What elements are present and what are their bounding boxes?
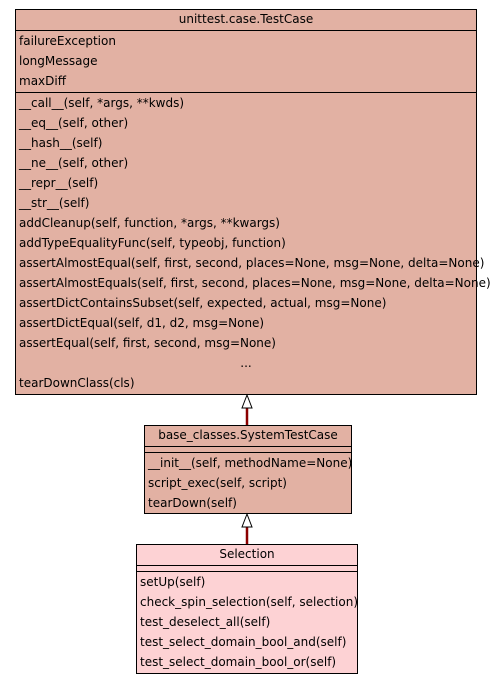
- method-row: __str__(self): [19, 196, 90, 210]
- method-row: assertDictContainsSubset(self, expected,…: [19, 296, 387, 310]
- method-row: tearDown(self): [148, 496, 237, 510]
- method-row: check_spin_selection(self, selection): [140, 595, 358, 609]
- methods-compartment: __init__(self, methodName=None) script_e…: [145, 453, 353, 513]
- method-row: __hash__(self): [19, 136, 103, 150]
- inheritance-edge-selection-to-systemtestcase: [241, 512, 253, 544]
- methods-compartment: __call__(self, *args, **kwds) __eq__(sel…: [16, 93, 491, 393]
- method-row: __eq__(self, other): [19, 116, 129, 130]
- method-row: __init__(self, methodName=None): [148, 456, 353, 470]
- class-box-testcase: unittest.case.TestCase failureException …: [15, 9, 491, 395]
- method-row: addCleanup(self, function, *args, **kwar…: [19, 216, 280, 230]
- attributes-compartment: [137, 566, 357, 572]
- ellipsis-row: ...: [240, 356, 252, 370]
- attributes-compartment: failureException longMessage maxDiff: [16, 31, 476, 93]
- attribute-row: longMessage: [19, 54, 98, 68]
- method-row: assertAlmostEquals(self, first, second, …: [19, 276, 491, 290]
- hollow-arrowhead-icon: [241, 512, 253, 528]
- method-row: assertEqual(self, first, second, msg=Non…: [19, 336, 276, 350]
- method-row: test_select_domain_bool_or(self): [140, 655, 337, 669]
- method-row: setUp(self): [140, 575, 206, 589]
- attribute-row: maxDiff: [19, 74, 66, 88]
- inheritance-edge-systemtestcase-to-testcase: [241, 393, 253, 425]
- method-row: __call__(self, *args, **kwds): [19, 96, 185, 110]
- method-row: __repr__(self): [19, 176, 99, 190]
- hollow-arrowhead-icon: [241, 393, 253, 409]
- method-row: test_deselect_all(self): [140, 615, 271, 629]
- class-title: Selection: [137, 545, 357, 566]
- method-row: script_exec(self, script): [148, 476, 287, 490]
- method-row: assertAlmostEqual(self, first, second, p…: [19, 256, 485, 270]
- method-row: assertDictEqual(self, d1, d2, msg=None): [19, 316, 265, 330]
- method-row: test_select_domain_bool_and(self): [140, 635, 347, 649]
- class-box-selection: Selection setUp(self) check_spin_selecti…: [136, 544, 358, 674]
- class-title: unittest.case.TestCase: [16, 10, 476, 31]
- attributes-compartment: [145, 447, 351, 453]
- class-box-systemtestcase: base_classes.SystemTestCase __init__(sel…: [144, 425, 352, 514]
- method-row: tearDownClass(cls): [19, 376, 135, 390]
- class-title: base_classes.SystemTestCase: [145, 426, 351, 447]
- attribute-row: failureException: [19, 34, 116, 48]
- method-row: addTypeEqualityFunc(self, typeobj, funct…: [19, 236, 286, 250]
- methods-compartment: setUp(self) check_spin_selection(self, s…: [137, 572, 358, 672]
- method-row: __ne__(self, other): [19, 156, 129, 170]
